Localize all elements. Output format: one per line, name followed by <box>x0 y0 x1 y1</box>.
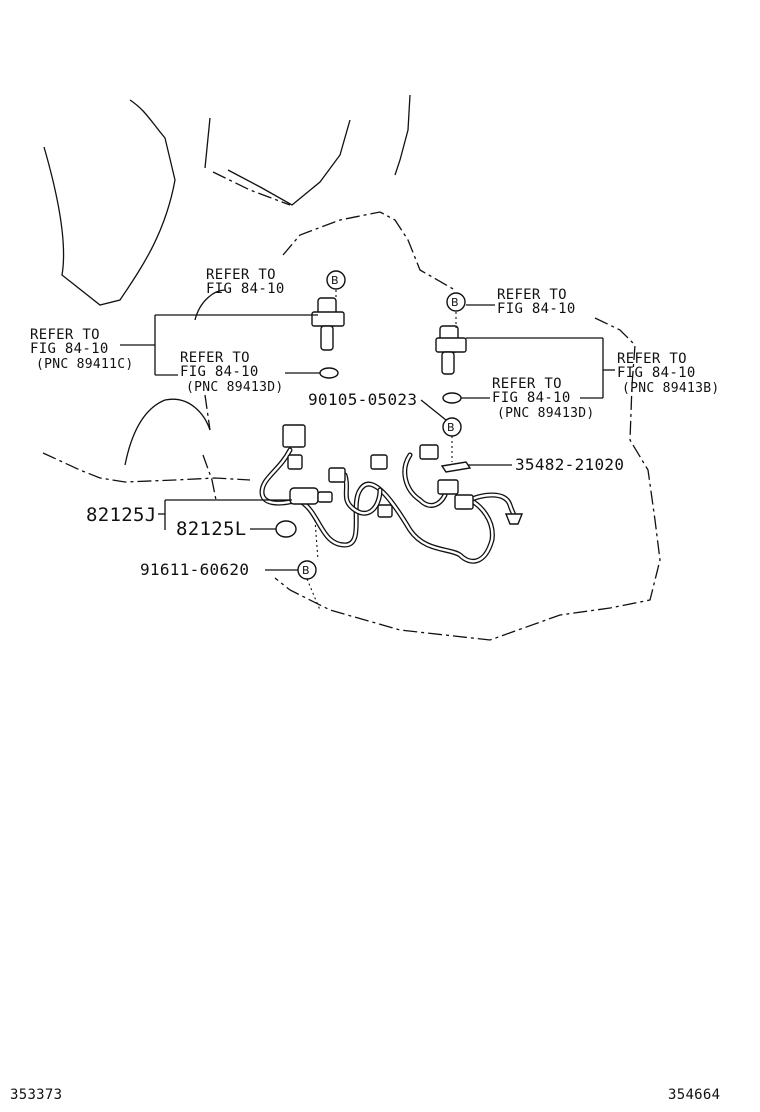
svg-text:REFER TO: REFER TO <box>492 376 562 392</box>
part-number-82125l: 82125L <box>176 518 246 540</box>
leader-lines <box>120 304 615 611</box>
svg-text:B: B <box>302 564 310 577</box>
callout-b-1: B <box>326 270 346 290</box>
o-ring-left <box>319 367 339 379</box>
svg-text:B: B <box>451 296 459 309</box>
label-refer-top-left: REFER TO FIG 84-10 <box>206 267 285 297</box>
svg-text:REFER TO: REFER TO <box>497 287 567 303</box>
svg-text:FIG 84-10: FIG 84-10 <box>497 301 576 317</box>
svg-text:(PNC 89413D): (PNC 89413D) <box>186 380 284 395</box>
svg-text:FIG 84-10: FIG 84-10 <box>180 364 259 380</box>
footer-right-code: 354664 <box>668 1087 720 1103</box>
label-refer-mid-left: REFER TO FIG 84-10 (PNC 89413D) <box>180 350 284 395</box>
o-ring-right <box>442 392 462 404</box>
right-sensor-upper <box>435 312 467 375</box>
svg-text:REFER TO: REFER TO <box>180 350 250 366</box>
label-refer-top-right: REFER TO FIG 84-10 <box>497 287 576 317</box>
callout-b-3: B <box>442 417 462 437</box>
svg-text:REFER TO: REFER TO <box>30 327 100 343</box>
svg-text:(PNC 89411C): (PNC 89411C) <box>36 357 134 372</box>
svg-text:(PNC 89413D): (PNC 89413D) <box>497 406 595 421</box>
svg-text:B: B <box>331 274 339 287</box>
part-number-91611-60620: 91611-60620 <box>140 560 249 579</box>
part-number-90105-05023: 90105-05023 <box>308 390 417 409</box>
housing-outline <box>42 94 661 641</box>
o-ring-lower <box>275 520 297 538</box>
svg-text:(PNC 89413B): (PNC 89413B) <box>622 381 720 396</box>
svg-text:FIG 84-10: FIG 84-10 <box>30 341 109 357</box>
svg-text:FIG 84-10: FIG 84-10 <box>492 390 571 406</box>
wire-harness <box>259 424 524 564</box>
callout-b-2: B <box>446 292 466 312</box>
label-refer-right: REFER TO FIG 84-10 (PNC 89413B) <box>617 351 720 396</box>
callout-b-4: B <box>297 560 317 580</box>
part-number-35482-21020: 35482-21020 <box>515 455 624 474</box>
svg-text:B: B <box>447 421 455 434</box>
svg-text:REFER TO: REFER TO <box>617 351 687 367</box>
part-number-82125j: 82125J <box>86 504 156 526</box>
label-refer-left: REFER TO FIG 84-10 (PNC 89411C) <box>30 327 134 372</box>
clamp-part <box>440 461 472 473</box>
label-refer-mid-right: REFER TO FIG 84-10 (PNC 89413D) <box>492 376 595 421</box>
svg-text:FIG 84-10: FIG 84-10 <box>617 365 696 381</box>
footer-left-code: 353373 <box>10 1087 62 1103</box>
left-sensor-upper <box>311 290 345 351</box>
svg-text:REFER TO: REFER TO <box>206 267 276 283</box>
svg-text:FIG 84-10: FIG 84-10 <box>206 281 285 297</box>
